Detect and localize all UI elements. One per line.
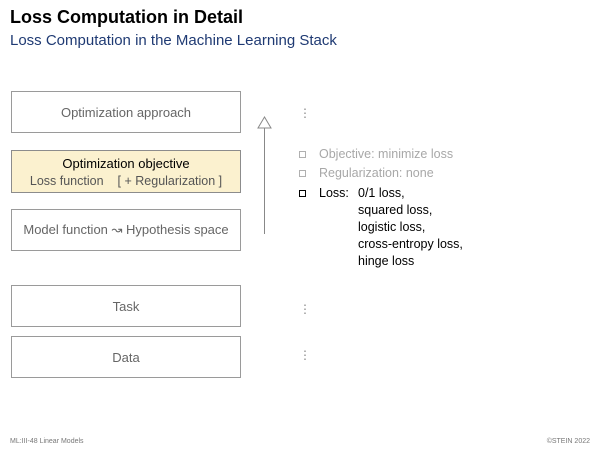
- model-function-box: Model function ↝ Hypothesis space: [11, 209, 241, 251]
- loss-item: 0/1 loss,: [358, 186, 405, 200]
- footer-slide-id: ML:III-48 Linear Models: [10, 438, 84, 445]
- optimization-objective-label: Optimization objective: [62, 155, 190, 171]
- loss-function-label: Loss function: [29, 173, 104, 188]
- data-label: Data: [112, 349, 140, 365]
- regularization-text: Regularization: none: [319, 166, 434, 180]
- vertical-dots-data: ⋮: [299, 348, 311, 362]
- bullet-regularization: Regularization: none: [297, 165, 463, 182]
- optimization-approach-label: Optimization approach: [60, 104, 192, 120]
- bullet-square-icon: [299, 170, 306, 177]
- bullet-list: Objective: minimize loss Regularization:…: [297, 146, 463, 272]
- bullet-square-icon: [299, 151, 306, 158]
- task-label: Task: [112, 298, 140, 314]
- slide-title: Loss Computation in Detail: [10, 7, 244, 27]
- bullet-objective: Objective: minimize loss: [297, 146, 463, 163]
- loss-item: squared loss,: [358, 203, 433, 217]
- loss-item: hinge loss: [358, 254, 415, 268]
- objective-text: Objective: minimize loss: [319, 147, 454, 161]
- optimization-approach-box: Optimization approach: [11, 91, 241, 133]
- loss-item: logistic loss,: [358, 220, 426, 234]
- bullet-square-icon: [299, 190, 306, 197]
- footer-copyright: ©STEIN 2022: [546, 438, 590, 445]
- vertical-dots-task: ⋮: [299, 302, 311, 316]
- model-function-label: Model function ↝ Hypothesis space: [23, 222, 229, 237]
- slide-subtitle: Loss Computation in the Machine Learning…: [10, 32, 337, 49]
- data-box: Data: [11, 336, 241, 378]
- loss-label: Loss:: [319, 186, 349, 200]
- task-box: Task: [11, 285, 241, 327]
- bullet-loss: Loss: 0/1 loss, squared loss, logistic l…: [297, 185, 463, 270]
- loss-item: cross-entropy loss,: [358, 237, 463, 251]
- optimization-objective-box: Optimization objective Loss function [ + …: [11, 150, 241, 193]
- loss-items: 0/1 loss, squared loss, logistic loss, c…: [358, 185, 463, 270]
- vertical-dots-top: ⋮: [299, 106, 311, 120]
- arrow-shaft: [264, 128, 265, 234]
- regularization-label: [ + Regularization ]: [117, 173, 223, 188]
